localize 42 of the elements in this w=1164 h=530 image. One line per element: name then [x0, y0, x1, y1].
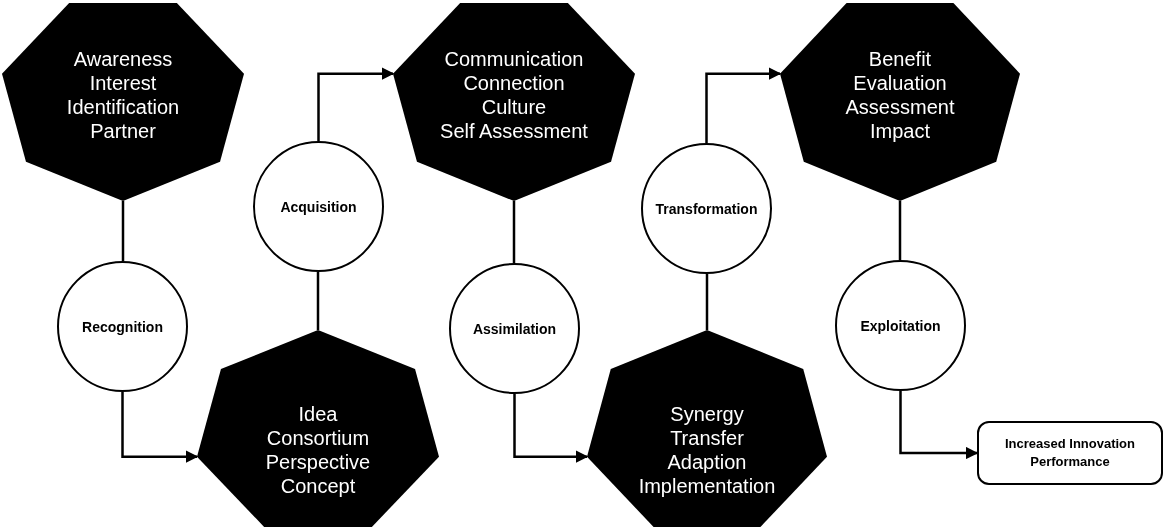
node-text: Consortium: [266, 425, 370, 450]
heptagon-node: [393, 3, 635, 201]
node-text: Synergy: [670, 401, 744, 426]
arrow: [317, 67, 395, 141]
stage-label: Recognition: [82, 318, 163, 335]
node-text: Implementation: [638, 473, 776, 498]
node-text: Assessment: [845, 95, 955, 119]
stage-label: Exploitation: [860, 317, 941, 334]
node-text: Awareness: [73, 47, 173, 71]
heptagon-node: [587, 330, 827, 527]
node-text: Benefit: [868, 47, 932, 71]
connector-line: [316, 272, 320, 330]
node-text: Adaption: [667, 449, 747, 474]
arrow: [705, 67, 782, 143]
node-text: Culture: [481, 95, 547, 119]
stage-label: Transformation: [655, 200, 758, 217]
node-text: Communication: [444, 47, 584, 71]
connector-line: [121, 201, 125, 261]
heptagon-node: [780, 3, 1020, 201]
connector-line: [705, 274, 709, 330]
node-text: Impact: [870, 119, 930, 143]
arrow: [513, 394, 589, 463]
node-text: Perspective: [265, 449, 371, 474]
node-text: Interest: [89, 71, 157, 95]
node-text: Evaluation: [853, 71, 947, 95]
heptagon-node: [197, 330, 439, 527]
node-text: Partner: [90, 119, 156, 143]
outcome-box: [977, 421, 1163, 485]
connector-line: [898, 201, 902, 260]
node-text: Connection: [463, 71, 565, 95]
node-text: Concept: [280, 473, 356, 498]
arrow: [899, 391, 979, 460]
connector-line: [512, 201, 516, 263]
stage-label: Acquisition: [280, 198, 357, 215]
node-text: Self Assessment: [440, 119, 588, 143]
node-text: Transfer: [670, 425, 744, 450]
outcome-label: Increased Innovation Performance: [1003, 435, 1136, 471]
arrow: [121, 392, 199, 463]
heptagon-node: [2, 3, 244, 201]
node-text: Identification: [66, 95, 180, 119]
stage-label: Assimilation: [472, 320, 557, 337]
node-text: Idea: [298, 401, 338, 426]
